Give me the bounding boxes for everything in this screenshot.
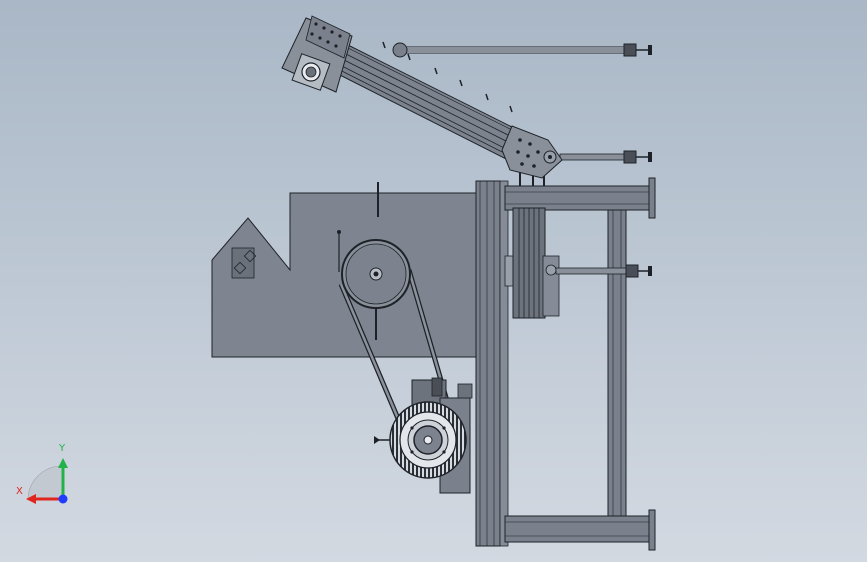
tension-rod-lower <box>555 264 652 278</box>
conveyor-arm <box>281 15 563 179</box>
support-frame <box>475 177 656 551</box>
guide-column <box>512 166 560 319</box>
conveyor-elbow <box>501 125 563 179</box>
housing-window <box>231 247 257 279</box>
y-axis-label: Y <box>59 443 66 454</box>
orientation-triad[interactable] <box>26 458 68 504</box>
upper-pulley <box>341 239 411 309</box>
y-axis-arrowhead <box>58 458 68 468</box>
tension-rod-middle <box>559 150 652 164</box>
x-axis-arrowhead <box>26 494 36 504</box>
drive-motor <box>374 377 473 494</box>
conveyor-head <box>281 15 353 93</box>
tension-rod-top <box>392 42 652 58</box>
x-axis-label: X <box>16 486 23 497</box>
z-axis-origin <box>58 494 68 504</box>
